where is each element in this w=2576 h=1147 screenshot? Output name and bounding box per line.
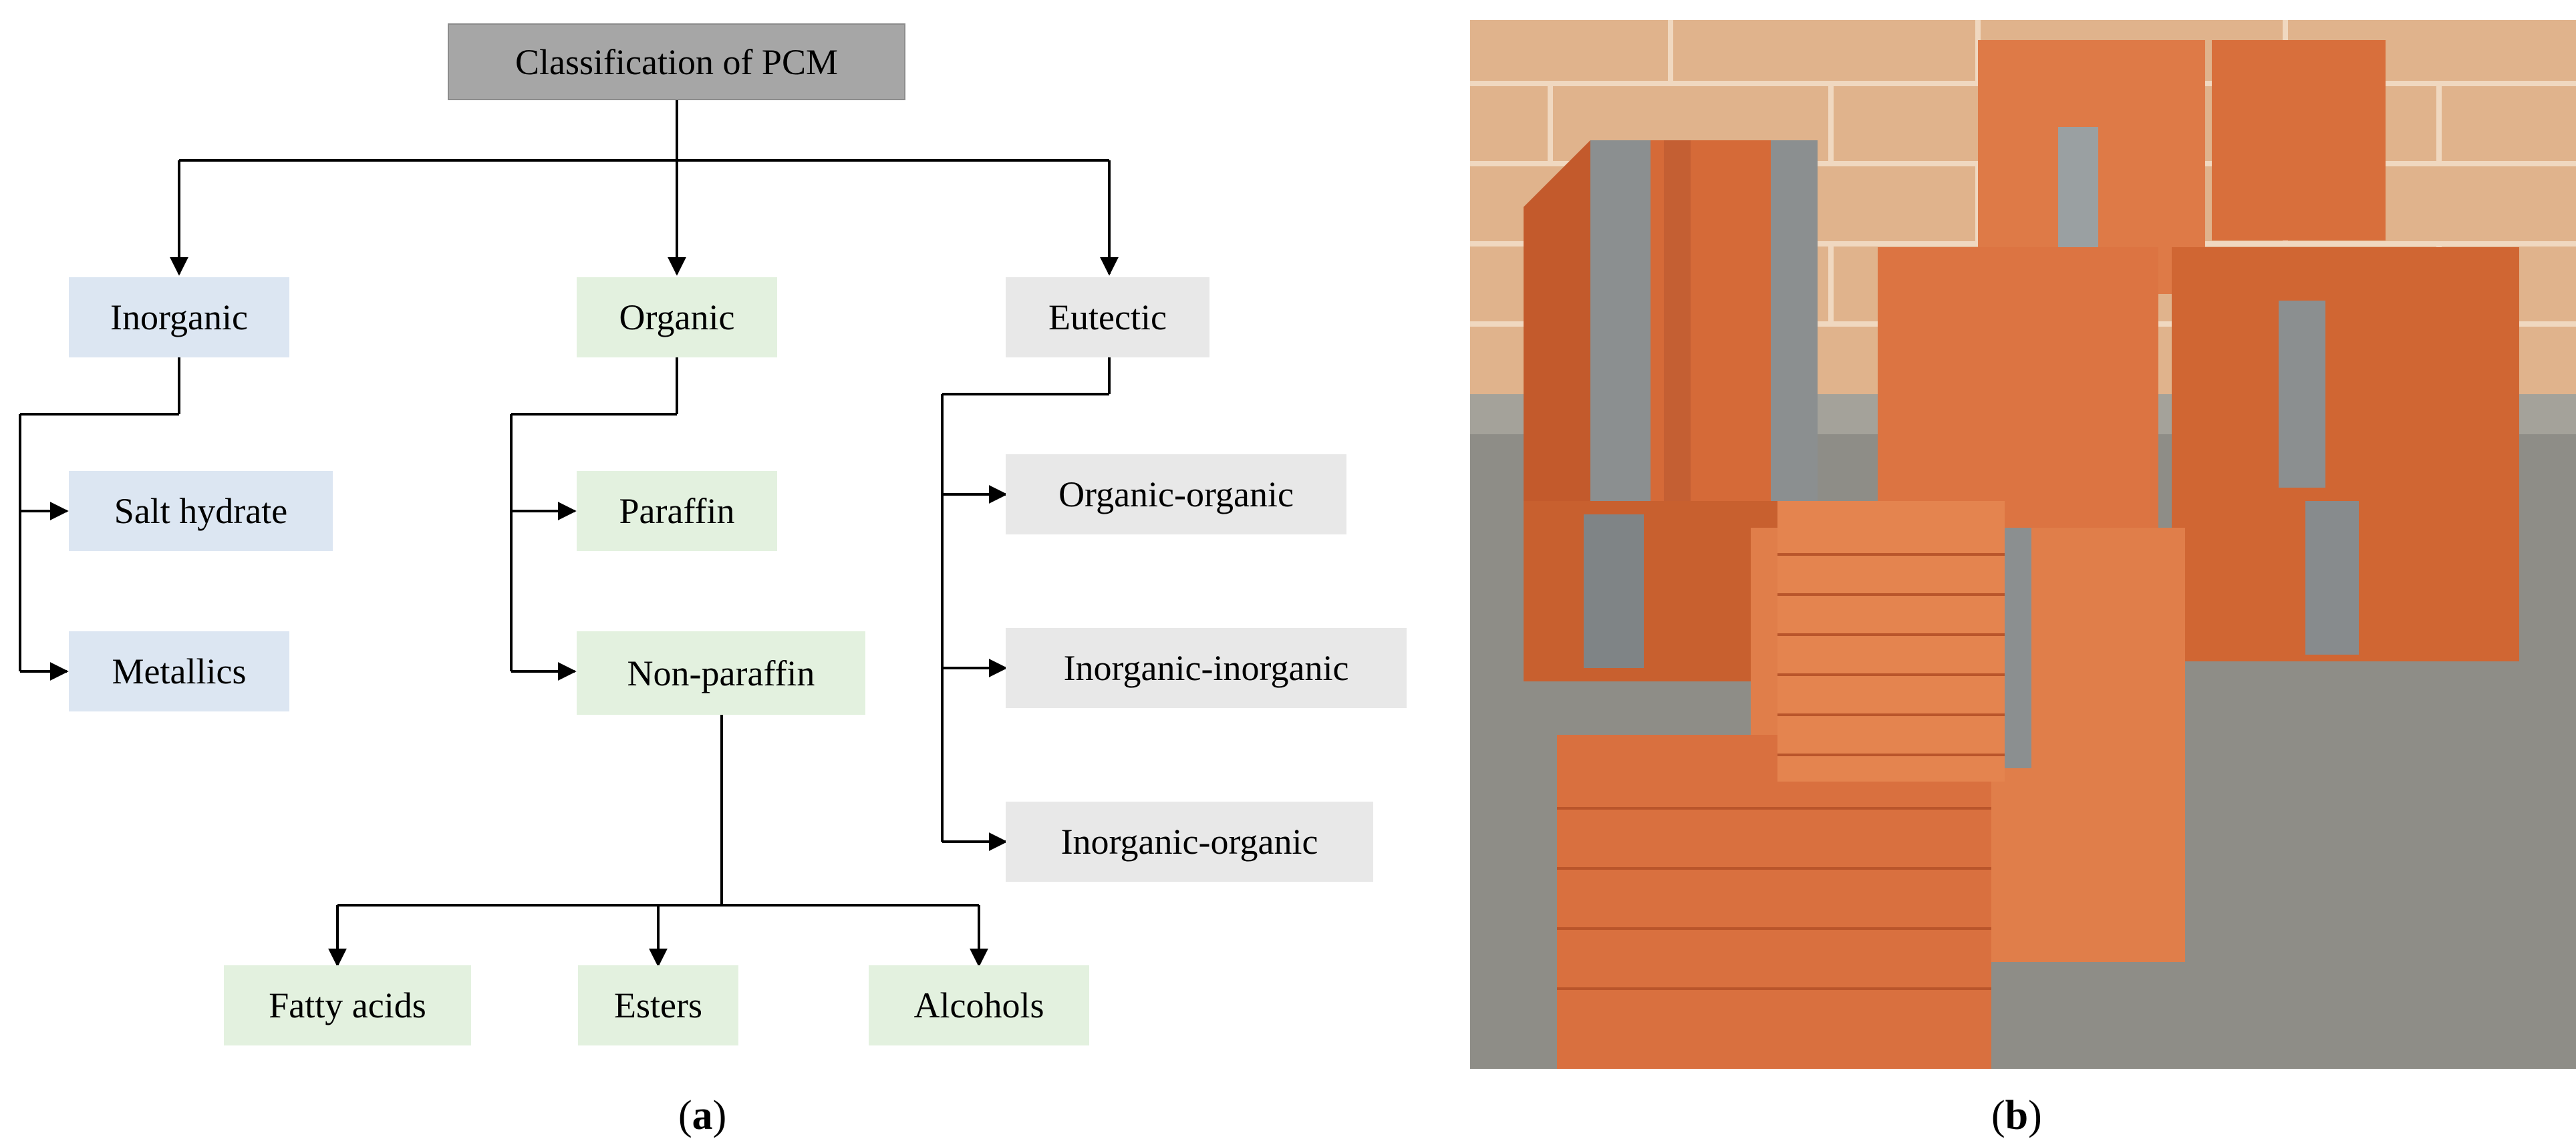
caption-a-close: ): [712, 1093, 727, 1138]
brick-stack-back: [1878, 40, 2519, 661]
brick-stack-front: [1557, 501, 2185, 1069]
pcm-classification-diagram: Classification of PCM Inorganic Organic …: [19, 23, 1407, 1045]
metallics-node: Metallics: [69, 631, 289, 711]
esters-label: Esters: [614, 985, 702, 1025]
brick-stack-left: [1524, 140, 1818, 681]
metallics-label: Metallics: [112, 651, 247, 691]
eutectic-node: Eutectic: [1006, 277, 1209, 357]
caption-a: (a): [678, 1092, 726, 1140]
fatty-acids-label: Fatty acids: [269, 985, 426, 1025]
caption-b-close: ): [2028, 1093, 2042, 1138]
inorganic-inorganic-node: Inorganic-inorganic: [1006, 628, 1407, 708]
organic-node: Organic: [577, 277, 777, 357]
organic-organic-label: Organic-organic: [1058, 474, 1294, 514]
inorganic-organic-node: Inorganic-organic: [1006, 802, 1373, 882]
caption-a-letter: a: [692, 1093, 713, 1138]
brick-photo: [1470, 20, 2576, 1069]
paraffin-label: Paraffin: [619, 491, 735, 531]
esters-node: Esters: [578, 965, 738, 1045]
eutectic-label: Eutectic: [1048, 297, 1167, 337]
caption-b: (b): [1991, 1092, 2042, 1140]
brick-grooves: [1557, 553, 2005, 990]
alcohols-node: Alcohols: [869, 965, 1089, 1045]
alcohols-label: Alcohols: [913, 985, 1044, 1025]
salt-hydrate-label: Salt hydrate: [114, 491, 288, 531]
organic-label: Organic: [619, 297, 735, 337]
caption-a-open: (: [678, 1093, 692, 1138]
paraffin-node: Paraffin: [577, 471, 777, 551]
inorganic-label: Inorganic: [110, 297, 248, 337]
organic-organic-node: Organic-organic: [1006, 454, 1346, 534]
salt-hydrate-node: Salt hydrate: [69, 471, 333, 551]
non-paraffin-label: Non-paraffin: [627, 653, 815, 693]
connector-lines: [19, 100, 1119, 967]
inorganic-organic-label: Inorganic-organic: [1060, 822, 1318, 862]
fatty-acids-node: Fatty acids: [224, 965, 471, 1045]
root-node: Classification of PCM: [448, 23, 905, 100]
non-paraffin-node: Non-paraffin: [577, 631, 865, 715]
root-label: Classification of PCM: [515, 41, 838, 82]
caption-b-open: (: [1991, 1093, 2005, 1138]
inorganic-node: Inorganic: [69, 277, 289, 357]
inorganic-inorganic-label: Inorganic-inorganic: [1063, 648, 1349, 688]
caption-b-letter: b: [2005, 1093, 2029, 1138]
